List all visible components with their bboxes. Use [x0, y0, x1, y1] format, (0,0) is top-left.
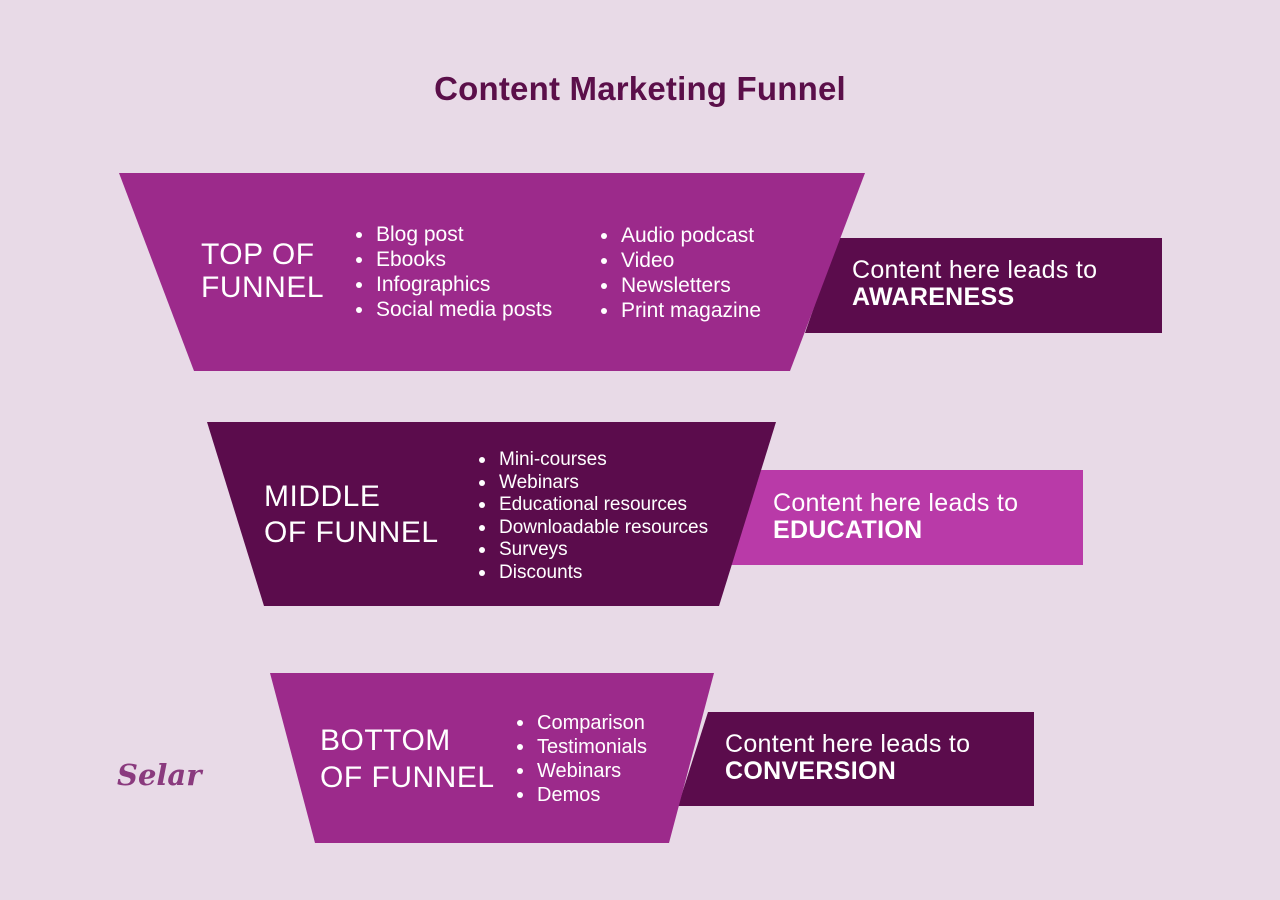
middle-funnel-label: MIDDLE OF FUNNEL — [264, 480, 439, 549]
outcome-word: AWARENESS — [852, 283, 1015, 311]
list-item: Newsletters — [599, 273, 761, 298]
list-item: Print magazine — [599, 298, 761, 323]
list-item: Testimonials — [515, 735, 647, 759]
list-item: Mini-courses — [477, 449, 708, 472]
middle-funnel-trapezoid — [207, 422, 776, 606]
outcome-prefix: Content here leads to — [725, 730, 971, 758]
list-item: Blog post — [354, 222, 552, 247]
top-funnel-trapezoid — [119, 173, 865, 371]
list-item: Ebooks — [354, 247, 552, 272]
top-funnel-outcome-box — [805, 238, 1162, 333]
middle-funnel-list: Mini-courses Webinars Educational resour… — [477, 449, 708, 585]
list-item: Audio podcast — [599, 223, 761, 248]
bottom-funnel-list: Comparison Testimonials Webinars Demos — [515, 711, 647, 807]
outcome-prefix: Content here leads to — [773, 489, 1019, 517]
bottom-funnel-trapezoid — [270, 673, 714, 843]
top-funnel-outcome: Content here leads to AWARENESS — [852, 257, 1097, 311]
list-item: Surveys — [477, 539, 708, 562]
list-item: Video — [599, 248, 761, 273]
list-item: Demos — [515, 783, 647, 807]
middle-funnel-outcome-box — [731, 470, 1083, 565]
list-item: Webinars — [477, 472, 708, 495]
outcome-word: CONVERSION — [725, 757, 897, 785]
bottom-funnel-label: BOTTOM OF FUNNEL — [320, 724, 495, 794]
list-item: Social media posts — [354, 297, 552, 322]
bottom-funnel-outcome-box — [678, 712, 1034, 806]
page-title: Content Marketing Funnel — [434, 70, 846, 107]
list-item: Downloadable resources — [477, 517, 708, 540]
top-funnel-label: TOP OF FUNNEL — [201, 238, 325, 304]
middle-funnel-outcome: Content here leads to EDUCATION — [773, 490, 1018, 544]
list-item: Infographics — [354, 272, 552, 297]
selar-logo: Selar — [117, 758, 202, 792]
outcome-prefix: Content here leads to — [852, 256, 1098, 284]
top-funnel-list-1: Blog post Ebooks Infographics Social med… — [354, 222, 552, 322]
list-item: Webinars — [515, 759, 647, 783]
top-funnel-list-2: Audio podcast Video Newsletters Print ma… — [599, 223, 761, 323]
list-item: Educational resources — [477, 494, 708, 517]
outcome-word: EDUCATION — [773, 516, 923, 544]
list-item: Discounts — [477, 562, 708, 585]
list-item: Comparison — [515, 711, 647, 735]
bottom-funnel-outcome: Content here leads to CONVERSION — [725, 731, 970, 785]
